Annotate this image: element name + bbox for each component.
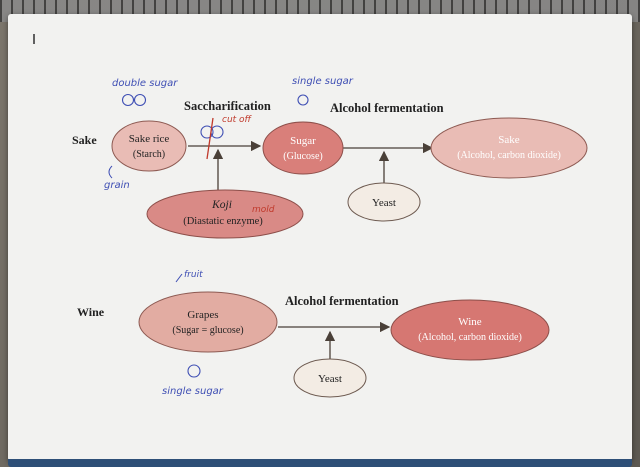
fruit-pointer [175,273,183,283]
sugar-detail: (Glucose) [283,151,322,162]
sake-rice-detail: (Starch) [133,149,165,160]
koji-node [146,189,304,239]
sugar-name: Sugar [290,135,316,147]
note-cut-off: cut off [222,115,253,125]
grapes-name: Grapes [187,309,218,321]
sugar-node [262,121,344,175]
grain-pointer [108,165,113,179]
yeast-name-wine: Yeast [318,373,342,385]
koji-name: Koji [211,199,232,211]
process-diagram: Sake Saccharification Alcohol fermentati… [33,34,588,398]
sake-product-node [430,117,588,179]
alcohol-fermentation-label-sake: Alcohol fermentation [330,101,444,115]
wine-row-label: Wine [77,305,105,319]
sake-product-detail: (Alcohol, carbon dioxide) [457,150,561,161]
sake-rice-node [111,120,187,172]
grapes-node [138,291,278,353]
sheet-bottom-edge [8,459,632,467]
sake-rice-name: Sake rice [129,133,170,145]
wine-product-node [390,299,550,361]
yeast-node-wine [293,358,367,398]
sake-row-label: Sake [72,133,97,147]
note-double-sugar: double sugar [112,78,178,89]
koji-detail: (Diastatic enzyme) [183,216,263,227]
saccharification-label: Saccharification [184,99,271,113]
cut-circle-left [200,125,214,139]
wine-product-detail: (Alcohol, carbon dioxide) [418,332,522,343]
note-fruit: fruit [184,270,203,280]
yeast-name-sake: Yeast [372,197,396,209]
double-sugar-circle-right [133,93,147,107]
yeast-node-sake [347,182,421,222]
single-sugar-circle-top [297,94,309,106]
alcohol-fermentation-label-wine: Alcohol fermentation [285,294,399,308]
single-sugar-circle-bottom [187,364,201,378]
sake-product-name: Sake [498,134,520,146]
double-sugar-circle-left [121,93,135,107]
grapes-detail: (Sugar = glucose) [172,325,243,336]
cut-slash [206,117,214,160]
note-single-sugar-bottom: single sugar [162,386,224,397]
wine-product-name: Wine [458,316,481,328]
paper-sheet: Sake Saccharification Alcohol fermentati… [8,14,632,467]
note-single-sugar-top: single sugar [292,76,354,87]
note-mold: mold [252,205,275,215]
note-grain: grain [104,180,130,191]
